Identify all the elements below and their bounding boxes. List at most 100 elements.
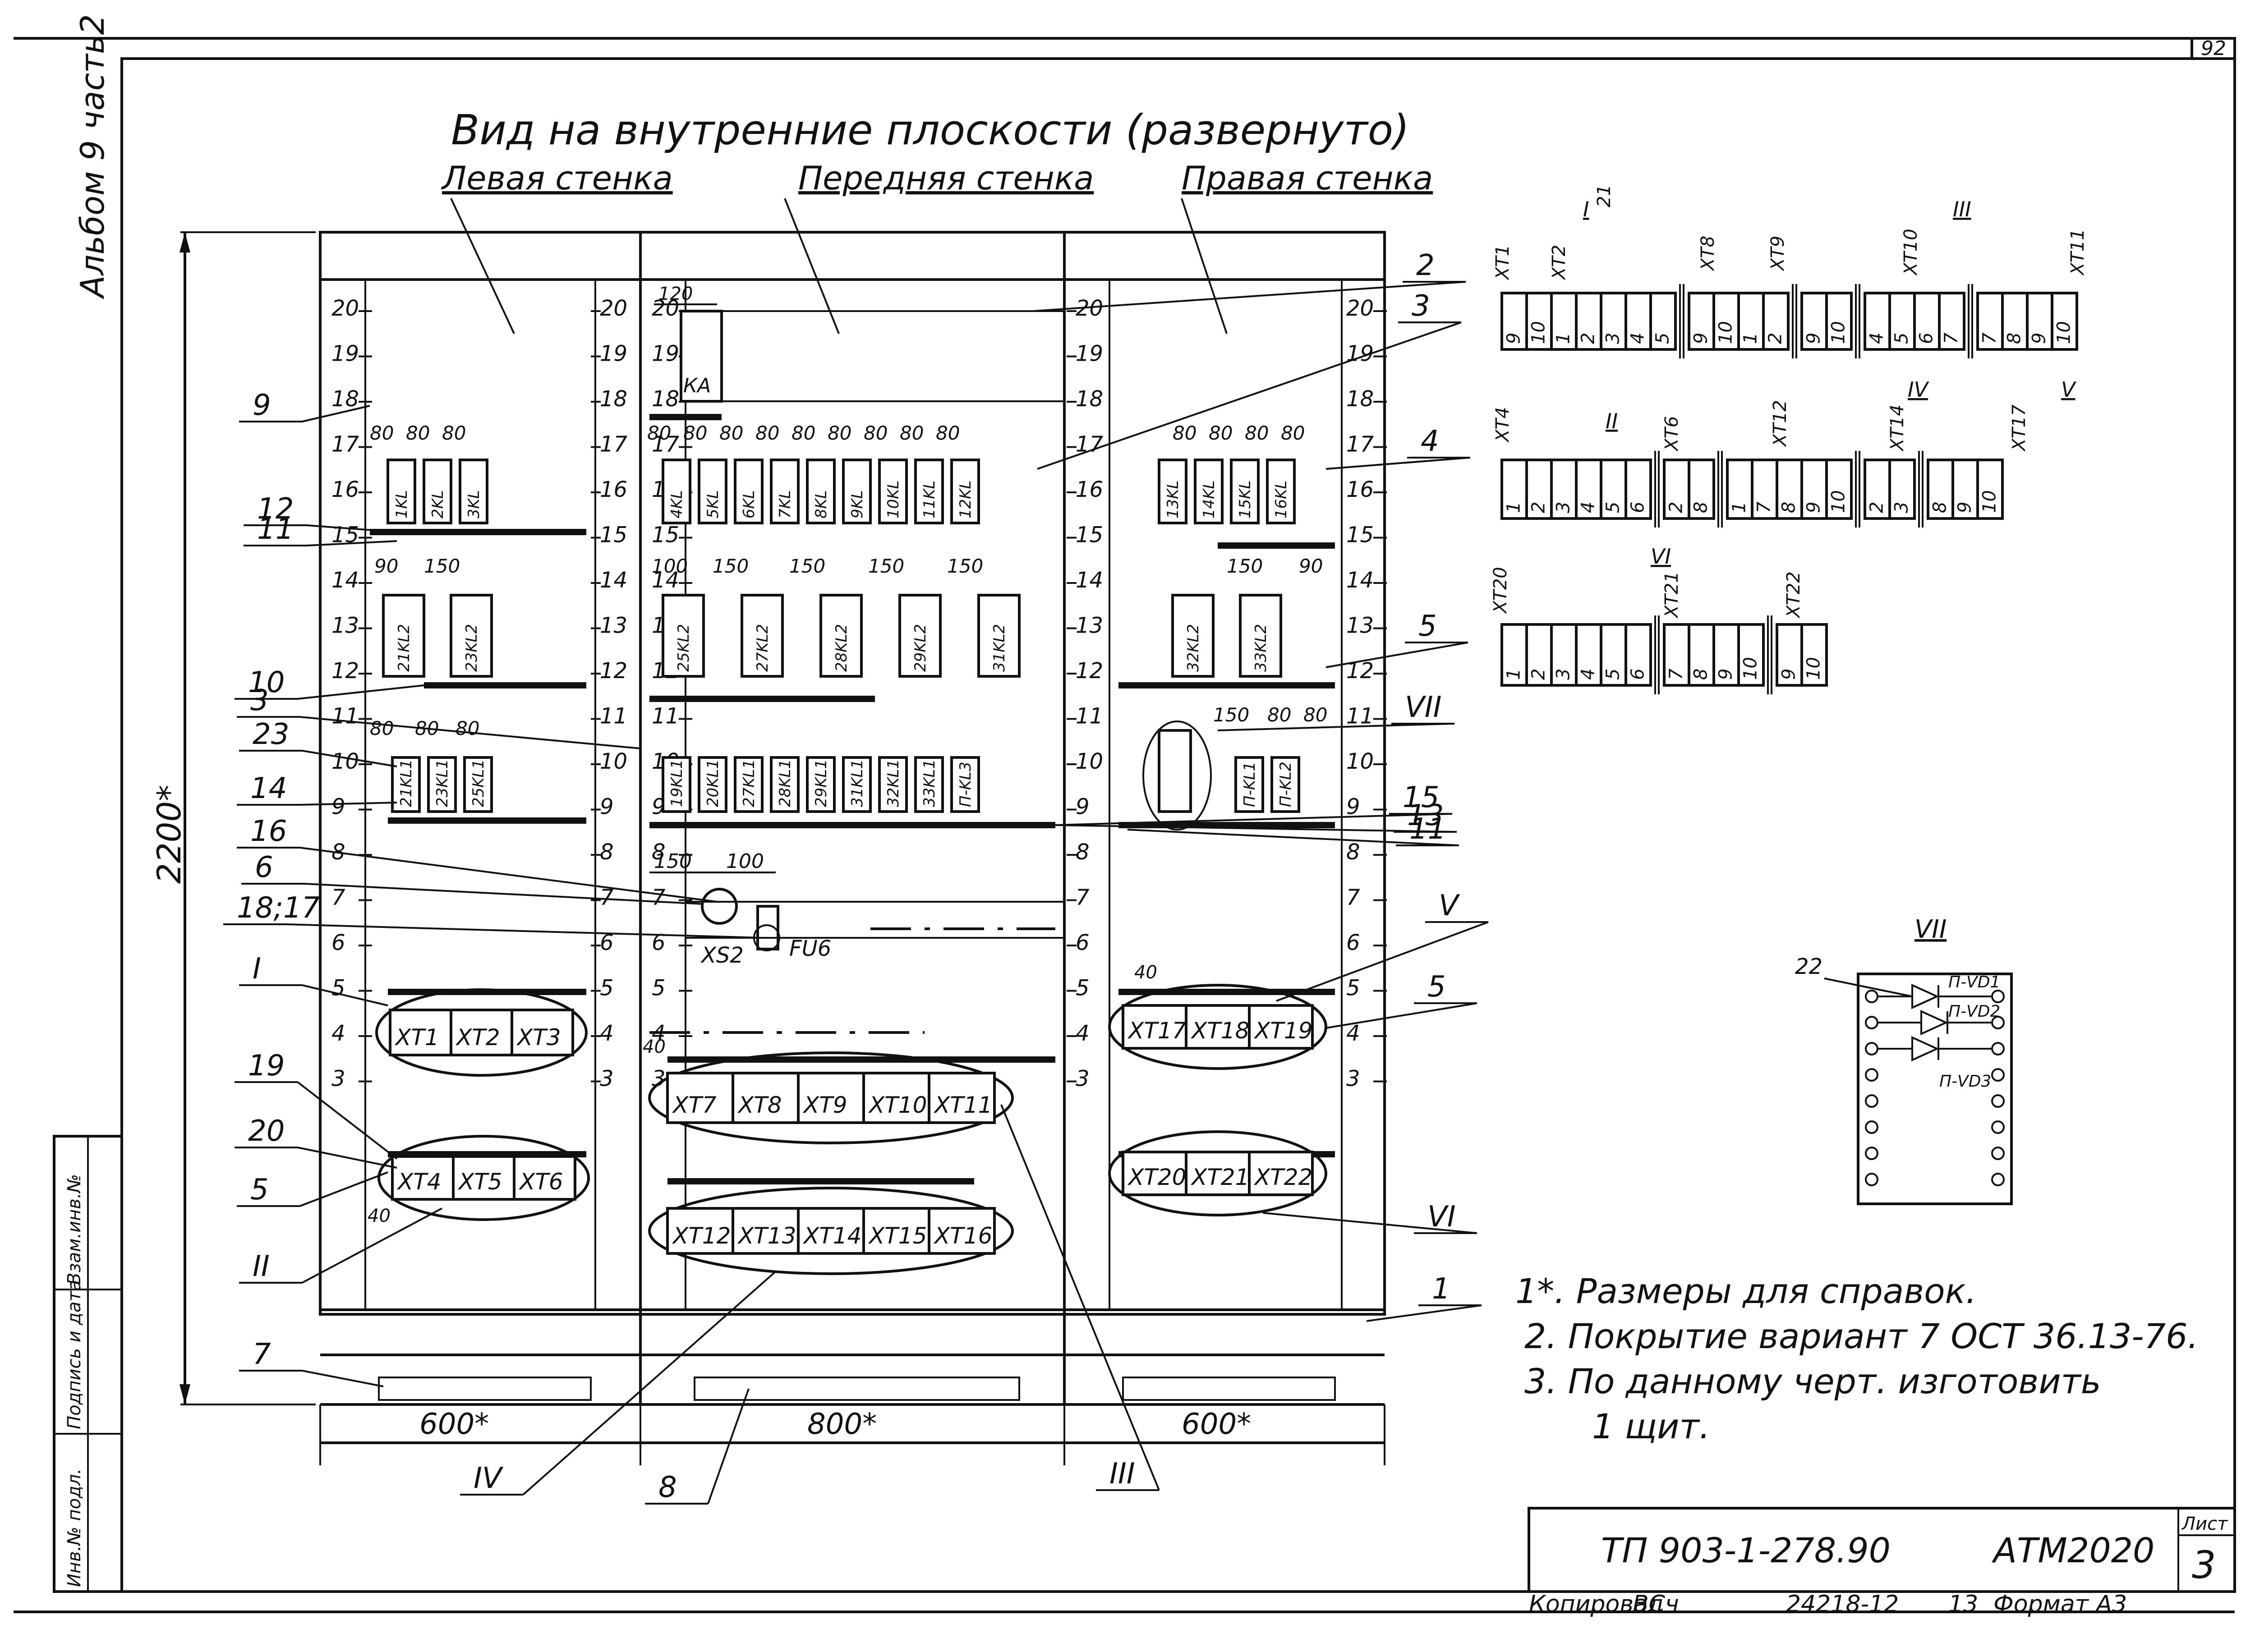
relay bbox=[950, 459, 980, 524]
relay bbox=[463, 756, 493, 813]
scale-mark: 8 bbox=[652, 840, 666, 865]
terminal-cell-label: 7 bbox=[1941, 332, 1962, 344]
dim-text: 90 bbox=[1299, 555, 1323, 577]
terminal-view-roman: I bbox=[1583, 197, 1589, 221]
terminal-cell bbox=[1500, 292, 1528, 351]
terminal-cell-label: 3 bbox=[1603, 333, 1624, 344]
scale-mark: 15 bbox=[1076, 523, 1103, 548]
terminal-label: XT13 bbox=[737, 1223, 796, 1249]
dim-40-left: 40 bbox=[368, 1206, 391, 1226]
board-hole bbox=[1865, 1016, 1878, 1029]
relay bbox=[662, 756, 691, 813]
scale-mark: 16 bbox=[600, 477, 627, 502]
dim-text: 150 bbox=[868, 555, 904, 577]
scale-mark: 16 bbox=[331, 477, 359, 502]
board-hole bbox=[1865, 990, 1878, 1003]
dim-text: 150 bbox=[1213, 704, 1249, 726]
callout-number: III bbox=[1109, 1457, 1135, 1491]
callout-number: 16 bbox=[250, 815, 287, 848]
relay-label: 3KL bbox=[465, 490, 483, 519]
right-width-dim: 600* bbox=[1182, 1408, 1251, 1441]
scale-mark: 20 bbox=[1346, 296, 1374, 321]
relay bbox=[1230, 459, 1260, 524]
dim-text: 80 bbox=[370, 422, 394, 444]
scale-mark: 14 bbox=[652, 568, 679, 593]
callout-number: 6 bbox=[255, 851, 273, 884]
terminal-cell-label: 9 bbox=[1779, 669, 1799, 680]
scale-mark: 18 bbox=[331, 386, 359, 412]
relay-label: 16KL bbox=[1272, 480, 1290, 519]
terminal-block bbox=[1122, 1004, 1187, 1050]
relay-label: П-KL2 bbox=[1277, 762, 1295, 807]
dim-40-right: 40 bbox=[1134, 962, 1157, 983]
relay-label: 31KL1 bbox=[848, 759, 866, 807]
scale-mark: 20 bbox=[331, 296, 359, 321]
callout-number: 13 bbox=[1407, 799, 1444, 832]
callout-number: 4 bbox=[1421, 425, 1439, 458]
relay bbox=[878, 756, 908, 813]
scale-mark: 19 bbox=[1076, 341, 1103, 367]
side-label-vzam: Взам.инв.№ bbox=[64, 1174, 85, 1285]
relay-label: 7KL bbox=[776, 490, 794, 519]
terminal-cell bbox=[1688, 292, 1715, 351]
terminal-cell bbox=[1649, 292, 1677, 351]
terminal-label: XT14 bbox=[802, 1223, 861, 1249]
album-label: Альбом 9 часть2 bbox=[74, 14, 111, 300]
relay bbox=[382, 594, 425, 678]
terminal-view-label: XT10 bbox=[1901, 229, 1921, 276]
scale-mark: 11 bbox=[652, 704, 679, 729]
terminal-cell-label: 3 bbox=[1553, 669, 1574, 680]
diode-icon bbox=[1911, 983, 1939, 1010]
dim-text: 80 bbox=[456, 717, 479, 739]
dim-100-fu6: 100 bbox=[726, 850, 764, 873]
scale-mark: 19 bbox=[600, 341, 627, 367]
terminal-cell-label: 2 bbox=[1528, 669, 1549, 680]
terminal-cell-label: 1 bbox=[1504, 502, 1524, 513]
relay-label: 14KL bbox=[1200, 480, 1218, 519]
strip-group-outline bbox=[648, 1187, 1014, 1275]
callout-number: I bbox=[253, 952, 261, 986]
terminal-block bbox=[513, 1155, 576, 1201]
terminal-cell-label: 9 bbox=[2029, 333, 2050, 344]
terminal-label: XT20 bbox=[1127, 1164, 1186, 1190]
callout-number: 15 bbox=[1403, 781, 1439, 814]
dim-text: 80 bbox=[864, 422, 888, 444]
stamp-doc: АТМ2020 bbox=[1991, 1530, 2154, 1570]
scale-mark: 15 bbox=[600, 523, 627, 548]
terminal-view-label: XT4 bbox=[1492, 407, 1513, 443]
terminal-cell bbox=[1825, 459, 1853, 520]
scale-mark: 6 bbox=[1076, 930, 1090, 955]
terminal-cell bbox=[1625, 292, 1652, 351]
scale-mark: 12 bbox=[600, 658, 627, 684]
scale-mark: 13 bbox=[1076, 613, 1103, 638]
detail-vii: VII 22 П-VD1 П-VD2 П-VD3 bbox=[1795, 915, 2013, 1205]
scale-mark: 17 bbox=[600, 432, 628, 457]
terminal-cell bbox=[1800, 623, 1828, 687]
dim-text: 80 bbox=[1209, 422, 1233, 444]
fu6-label: FU6 bbox=[789, 936, 831, 961]
scale-mark: 12 bbox=[1076, 658, 1103, 684]
scale-mark: 8 bbox=[600, 840, 614, 865]
callout-number: 19 bbox=[248, 1049, 285, 1083]
terminal-cell-label: 3 bbox=[1891, 502, 1912, 513]
scale-mark: 10 bbox=[600, 749, 627, 774]
terminal-cell bbox=[1927, 459, 1954, 520]
scale-mark: 9 bbox=[600, 794, 614, 820]
terminal-view-label: 21 bbox=[1594, 184, 1615, 207]
relay bbox=[1194, 459, 1224, 524]
terminal-cell-label: 10 bbox=[1528, 321, 1549, 344]
board-hole bbox=[1865, 1147, 1878, 1160]
terminal-view-label: XT22 bbox=[1783, 571, 1804, 619]
dim-text: 80 bbox=[442, 422, 466, 444]
scale-mark: 10 bbox=[1076, 749, 1103, 774]
outer-frame bbox=[120, 57, 2236, 1593]
callouts: 91211103231416618;17I19205II72345VII1513… bbox=[223, 249, 1489, 1505]
terminal-cell-label: 4 bbox=[1578, 502, 1599, 513]
terminal-cell bbox=[1500, 459, 1528, 520]
scale-mark: 8 bbox=[1346, 840, 1360, 865]
terminal-block bbox=[797, 1207, 865, 1255]
diode-icon bbox=[1920, 1010, 1948, 1036]
scale-mark: 5 bbox=[1346, 976, 1360, 1001]
terminal-cell-label: 10 bbox=[1828, 490, 1849, 513]
